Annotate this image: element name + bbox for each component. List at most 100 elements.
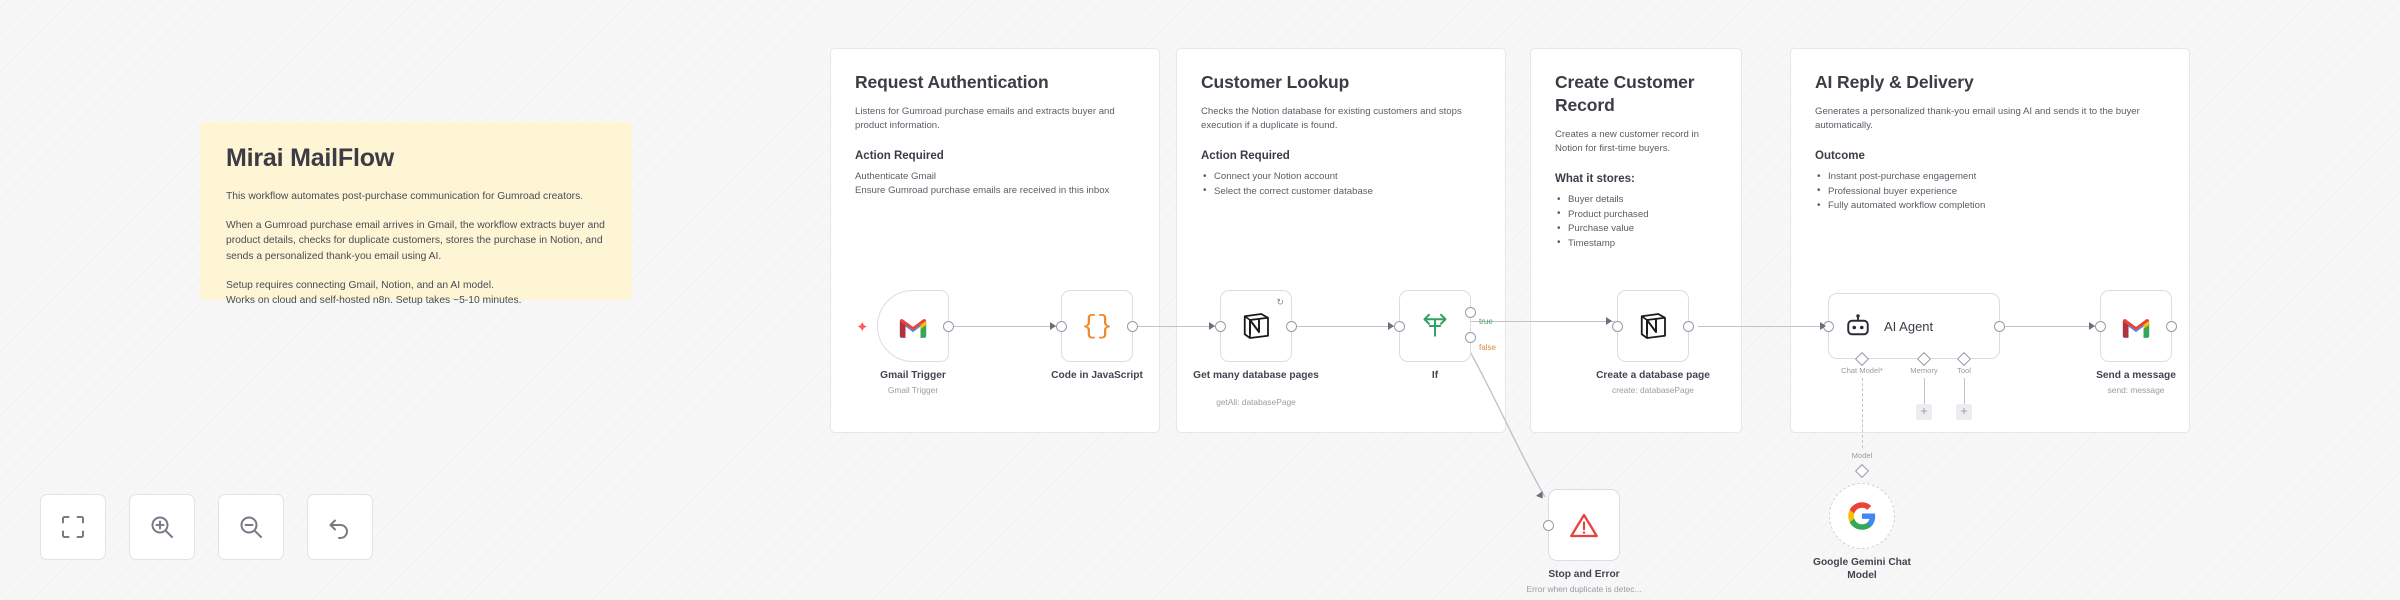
node-label: If [1431, 370, 1439, 381]
connector-tool-stem [1963, 378, 1965, 406]
panel-bullet-list: Buyer details Product purchased Purchase… [1555, 193, 1717, 251]
node-label: Get many database pages [1193, 370, 1319, 381]
panel-line: Ensure Gumroad purchase emails are recei… [855, 185, 1110, 196]
node-label: Stop and Error [1548, 569, 1620, 580]
list-item: Timestamp [1555, 236, 1717, 252]
node-if[interactable]: If [1394, 290, 1476, 381]
panel-title: Create Customer Record [1555, 72, 1695, 115]
panel-title: Request Authentication [855, 72, 1049, 92]
list-item: Instant post-purchase engagement [1815, 170, 2165, 185]
node-gmail-trigger[interactable]: ✦ Gmail Trigger Gmail Trigger [856, 290, 954, 395]
zoom-out-button[interactable] [218, 494, 284, 560]
list-item: Connect your Notion account [1201, 170, 1481, 185]
input-port[interactable] [1543, 519, 1554, 531]
panel-line: Authenticate Gmail [855, 171, 937, 182]
panel-create-customer-record[interactable]: Create Customer Record Creates a new cus… [1530, 48, 1742, 433]
panel-section-heading: Action Required [855, 150, 944, 162]
connector-if-false-to-stoperror [1462, 338, 1546, 498]
gemini-connector-diamond[interactable] [1854, 463, 1870, 479]
list-item: Buyer details [1555, 193, 1717, 208]
sticky-note[interactable]: Mirai MailFlow This workflow automates p… [200, 122, 632, 306]
notion-icon [1243, 313, 1269, 339]
node-label: Send a message [2096, 370, 2176, 381]
branch-label-true: true [1479, 317, 1493, 326]
node-sublabel: getAll: databasePage [1216, 397, 1296, 407]
output-port[interactable] [1994, 320, 2005, 332]
undo-arrow-icon [329, 519, 348, 539]
arrowhead [1050, 321, 1056, 330]
panel-bullet-list: Connect your Notion account Select the c… [1201, 170, 1481, 199]
node-label: Gmail Trigger [880, 370, 946, 381]
panel-description: Generates a personalized thank-you email… [1815, 106, 2140, 131]
output-port[interactable] [943, 320, 954, 332]
node-create-a-database-page[interactable]: Create a database page create: databaseP… [1596, 290, 1710, 395]
node-sublabel: Gmail Trigger [887, 385, 939, 395]
setup-line-1: Setup requires connecting Gmail, Notion,… [226, 279, 494, 291]
input-port[interactable] [1215, 320, 1226, 332]
subport-label-tool: Tool [1957, 366, 1971, 375]
connector-chatmodel-stem [1862, 378, 1863, 448]
output-port-false[interactable] [1465, 331, 1476, 343]
connector-code-to-getpages [1133, 326, 1218, 328]
panel-request-authentication[interactable]: Request Authentication Listens for Gumro… [830, 48, 1160, 433]
list-item: Purchase value [1555, 222, 1717, 237]
node-send-a-message[interactable]: Send a message send: message [2095, 290, 2177, 395]
input-port[interactable] [1612, 320, 1623, 332]
zoom-in-button[interactable] [129, 494, 195, 560]
node-google-gemini-chat-model[interactable]: Google Gemini Chat Model [1813, 483, 1911, 581]
loop-icon: ↻ [1276, 297, 1284, 307]
node-ai-agent[interactable]: AI Agent [1823, 293, 2005, 359]
node-label: AI Agent [1884, 318, 1934, 334]
list-item: Select the correct customer database [1201, 184, 1481, 200]
panel-title: AI Reply & Delivery [1815, 72, 1974, 92]
panel-description: Checks the Notion database for existing … [1201, 106, 1462, 131]
robot-icon [1847, 314, 1869, 336]
filter-icon [1423, 313, 1447, 337]
node-stop-and-error[interactable]: Stop and Error Error when duplicate is d… [1527, 489, 1641, 594]
fit-to-view-button[interactable] [40, 494, 106, 560]
panel-section-heading: Outcome [1815, 150, 1865, 162]
connector-trigger-to-code [949, 326, 1059, 328]
arrowhead [2089, 321, 2095, 330]
panel-title: Customer Lookup [1201, 72, 1350, 92]
gmail-icon [2122, 318, 2150, 338]
add-tool-button[interactable]: + [1956, 404, 1972, 420]
add-memory-button[interactable]: + [1916, 404, 1932, 420]
sticky-note-title: Mirai MailFlow [226, 144, 395, 172]
panel-customer-lookup[interactable]: Customer Lookup Checks the Notion databa… [1176, 48, 1506, 433]
connector-getpages-to-if [1292, 326, 1397, 328]
code-braces-icon: {} [1081, 311, 1113, 341]
zoom-out-icon [240, 516, 262, 538]
arrowhead [1820, 321, 1826, 330]
list-item: Product purchased [1555, 207, 1717, 223]
output-port[interactable] [1127, 320, 1138, 332]
list-item: Professional buyer experience [1815, 184, 2165, 200]
output-port-true[interactable] [1465, 306, 1476, 318]
node-sublabel: send: message [2107, 385, 2165, 395]
panel-section-heading: Action Required [1201, 150, 1290, 162]
sticky-note-paragraph-1: This workflow automates post-purchase co… [226, 191, 584, 202]
subport-label-memory: Memory [1910, 366, 1938, 375]
branch-label-false: false [1479, 343, 1496, 352]
node-sublabel: Error when duplicate is detec... [1526, 584, 1642, 594]
output-port[interactable] [1683, 320, 1694, 332]
node-label: Code in JavaScript [1051, 370, 1143, 381]
canvas-toolbar [40, 494, 373, 560]
setup-line-2: Works on cloud and self-hosted n8n. Setu… [226, 295, 522, 307]
gmail-icon [899, 318, 927, 338]
input-port[interactable] [2095, 320, 2106, 332]
panel-ai-reply-delivery[interactable]: AI Reply & Delivery Generates a personal… [1790, 48, 2190, 433]
input-port[interactable] [1056, 320, 1067, 332]
input-port[interactable] [1394, 320, 1405, 332]
output-port[interactable] [1286, 320, 1297, 332]
arrowhead [1388, 321, 1394, 330]
node-get-many-database-pages[interactable]: ↻ Get many database pages getAll: databa… [1193, 290, 1319, 407]
sticky-note-paragraph-3: Setup requires connecting Gmail, Notion,… [226, 278, 606, 308]
output-port[interactable] [2166, 320, 2177, 332]
node-label: Create a database page [1596, 370, 1710, 381]
lightning-bolt-icon: ✦ [856, 319, 869, 336]
reset-zoom-button[interactable] [307, 494, 373, 560]
connector-memory-stem [1923, 378, 1925, 406]
node-code-in-javascript[interactable]: {} Code in JavaScript [1051, 290, 1143, 381]
